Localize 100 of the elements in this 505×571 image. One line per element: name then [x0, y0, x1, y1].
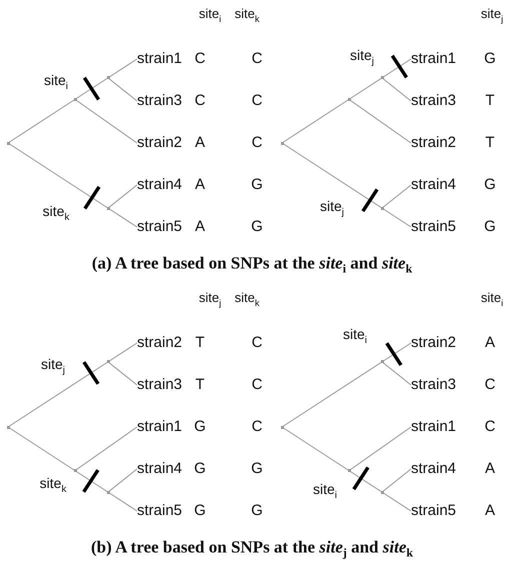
strain-label: strain5	[411, 502, 456, 520]
tree-branch	[282, 142, 382, 209]
branch-point	[74, 469, 76, 472]
snp-value: T	[485, 134, 495, 152]
strain-label: strain4	[137, 176, 182, 194]
tree-branch	[282, 426, 350, 472]
column-header: site$_{i}$	[480, 290, 504, 308]
site-label: site$_{k}$	[40, 475, 66, 495]
strain-label: strain2	[411, 134, 456, 152]
strain-label: strain2	[137, 334, 182, 352]
tree-branch	[8, 98, 76, 144]
snp-value: A	[485, 334, 495, 352]
branch-point	[380, 206, 384, 210]
strain-label: strain1	[137, 50, 182, 68]
snp-value: C	[194, 50, 206, 68]
strain-label: strain4	[137, 460, 182, 478]
figure-caption: (b) A tree based on SNPs at the site$_{j}$ and site$_{k}$	[91, 537, 413, 561]
snp-value: A	[485, 460, 495, 478]
branch-point	[106, 76, 110, 80]
snp-value: G	[194, 460, 206, 478]
tree-branch	[8, 361, 108, 428]
column-header: site$_{j}$	[198, 290, 222, 308]
tree-branch	[382, 58, 412, 78]
tree-branch	[382, 468, 412, 493]
snp-value: G	[251, 176, 263, 194]
column-header: site$_{k}$	[234, 290, 260, 308]
tree-branch	[382, 184, 412, 209]
snp-value: G	[194, 418, 206, 436]
branch-point	[280, 426, 284, 428]
tree-branch	[74, 98, 138, 144]
site-label: site$_{i}$	[44, 72, 68, 92]
site-label: site$_{i}$	[343, 326, 367, 346]
tree-branch	[382, 208, 412, 228]
strain-label: strain3	[137, 376, 182, 394]
strain-label: strain1	[411, 418, 456, 436]
tree-branch	[108, 184, 138, 209]
snp-value: C	[484, 376, 496, 394]
snp-value: C	[252, 334, 262, 352]
tree-branch	[108, 342, 138, 362]
strain-label: strain3	[411, 92, 456, 110]
tree-branch	[8, 426, 76, 472]
snp-value: C	[252, 50, 262, 68]
branch-point	[348, 469, 350, 472]
branch-point	[6, 142, 10, 144]
column-header: site$_{k}$	[234, 6, 260, 24]
snp-value: A	[195, 218, 205, 236]
snp-value: G	[484, 218, 496, 236]
branch-point	[106, 206, 110, 210]
tree-branch	[382, 492, 412, 512]
column-header: site$_{j}$	[480, 6, 504, 24]
tree-branch	[348, 470, 382, 493]
snp-value: C	[252, 92, 262, 110]
branch-point	[74, 98, 76, 101]
snp-value: C	[252, 134, 262, 152]
branch-point	[380, 360, 384, 364]
tree-branch	[282, 98, 350, 144]
snp-value: A	[485, 502, 495, 520]
site-label: site$_{i}$	[313, 481, 337, 501]
tree-branch	[348, 98, 412, 144]
strain-label: strain5	[137, 502, 182, 520]
tree-branch	[108, 361, 138, 386]
tree-branch	[108, 208, 138, 228]
tree-branch	[74, 77, 108, 100]
tree-branch	[282, 361, 382, 428]
snp-value: G	[484, 176, 496, 194]
branch-point	[280, 142, 284, 144]
site-label: site$_{j}$	[41, 356, 65, 376]
snp-value: G	[251, 460, 263, 478]
snp-value: A	[195, 176, 205, 194]
branch-point	[6, 426, 10, 428]
strain-label: strain3	[137, 92, 182, 110]
branch-point	[106, 360, 110, 364]
tree-branch	[108, 468, 138, 493]
snp-value: G	[194, 502, 206, 520]
tree-branch	[8, 142, 108, 209]
branch-point	[106, 490, 110, 494]
column-header: site$_{i}$	[198, 6, 222, 24]
tree-branch	[74, 470, 108, 493]
branch-point	[380, 490, 384, 494]
site-label: site$_{j}$	[320, 198, 344, 218]
tree-branch	[382, 77, 412, 102]
tree-branch	[382, 342, 412, 362]
site-label: site$_{j}$	[350, 47, 374, 67]
tree-branch	[348, 426, 412, 472]
snp-value: T	[195, 334, 205, 352]
tree-branch	[108, 492, 138, 512]
strain-label: strain4	[411, 176, 456, 194]
snp-value: G	[251, 502, 263, 520]
tree-branch	[348, 77, 382, 100]
tree-branch	[108, 58, 138, 78]
snp-value: T	[195, 376, 205, 394]
strain-label: strain2	[137, 134, 182, 152]
site-label: site$_{k}$	[42, 203, 70, 223]
strain-label: strain2	[411, 334, 456, 352]
snp-value: C	[484, 418, 496, 436]
tree-branch	[108, 77, 138, 102]
snp-value: C	[194, 92, 206, 110]
snp-value: A	[195, 134, 205, 152]
strain-label: strain1	[137, 418, 182, 436]
branch-point	[348, 98, 350, 101]
